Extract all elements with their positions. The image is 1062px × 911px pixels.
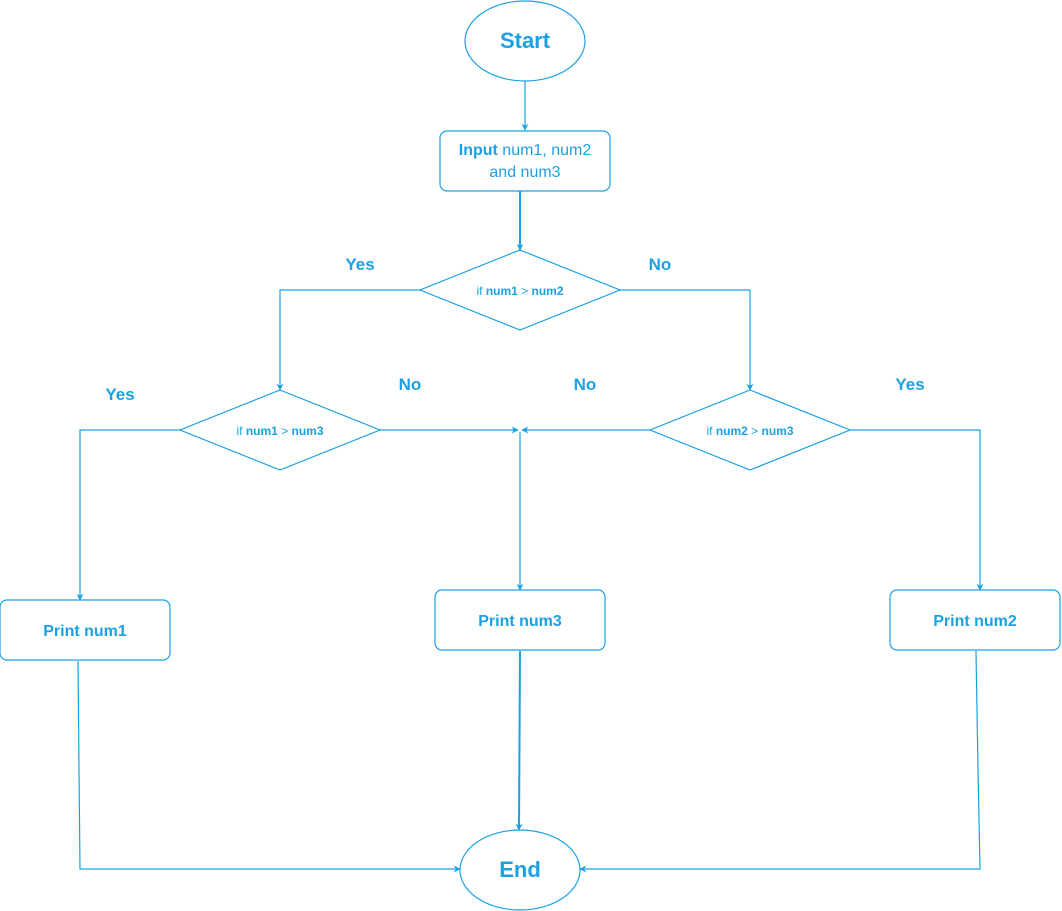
decision1-label: if num1 > num2 <box>476 284 563 298</box>
end-label: End <box>499 857 541 882</box>
input-box[interactable] <box>439 130 611 192</box>
print1-label: Print num1 <box>43 623 127 640</box>
edge-decision2-yes <box>76 429 180 601</box>
decision3-label: if num2 > num3 <box>706 424 793 438</box>
label-decision1-yes: Yes <box>345 255 374 274</box>
edge-decision3-yes <box>850 429 984 591</box>
end-terminator[interactable] <box>459 829 581 911</box>
decision1-right: num2 <box>532 284 564 298</box>
label-decision1-no: No <box>649 255 672 274</box>
decision1-left: num1 <box>486 284 518 298</box>
print1-box[interactable] <box>0 599 171 661</box>
decision2-right: num3 <box>292 424 324 438</box>
decision2-diamond[interactable] <box>178 389 382 471</box>
edge-decision1-yes <box>276 289 420 391</box>
print3-label: Print num3 <box>478 613 562 630</box>
label-decision3-yes: Yes <box>895 375 924 394</box>
edges <box>76 81 984 873</box>
print2-box[interactable] <box>889 589 1061 651</box>
decision1-prefix: if <box>476 284 485 298</box>
decision3-diamond[interactable] <box>648 389 852 471</box>
start-label: Start <box>500 28 551 53</box>
decision2-op: > <box>278 424 292 438</box>
edge-print3-to-end <box>515 650 523 831</box>
decision2-left: num1 <box>246 424 278 438</box>
edge-labels: Yes No Yes No No Yes <box>105 255 924 404</box>
label-decision3-no: No <box>574 375 597 394</box>
input-label-bold: Input <box>459 142 499 159</box>
print2-label: Print num2 <box>933 613 1017 630</box>
decision2-prefix: if <box>236 424 245 438</box>
decision2-label: if num1 > num3 <box>236 424 323 438</box>
input-label-line1: Input num1, num2 <box>459 142 592 159</box>
decision1-op: > <box>518 284 532 298</box>
label-decision2-yes: Yes <box>105 385 134 404</box>
decision3-right: num3 <box>762 424 794 438</box>
decision1-diamond[interactable] <box>418 249 622 331</box>
input-label-rest: num1, num2 <box>498 142 591 159</box>
edge-decision1-no <box>620 289 754 391</box>
node-labels: Start Input num1, num2 and num3 if num1 … <box>43 28 1017 882</box>
decision3-op: > <box>748 424 762 438</box>
input-label-line2: and num3 <box>489 164 560 181</box>
label-decision2-no: No <box>399 375 422 394</box>
edge-print1-to-end <box>77 660 461 873</box>
edge-print2-to-end <box>579 650 981 873</box>
decision3-prefix: if <box>706 424 715 438</box>
print3-box[interactable] <box>434 589 606 651</box>
decision3-left: num2 <box>716 424 748 438</box>
start-terminator[interactable] <box>464 0 586 82</box>
